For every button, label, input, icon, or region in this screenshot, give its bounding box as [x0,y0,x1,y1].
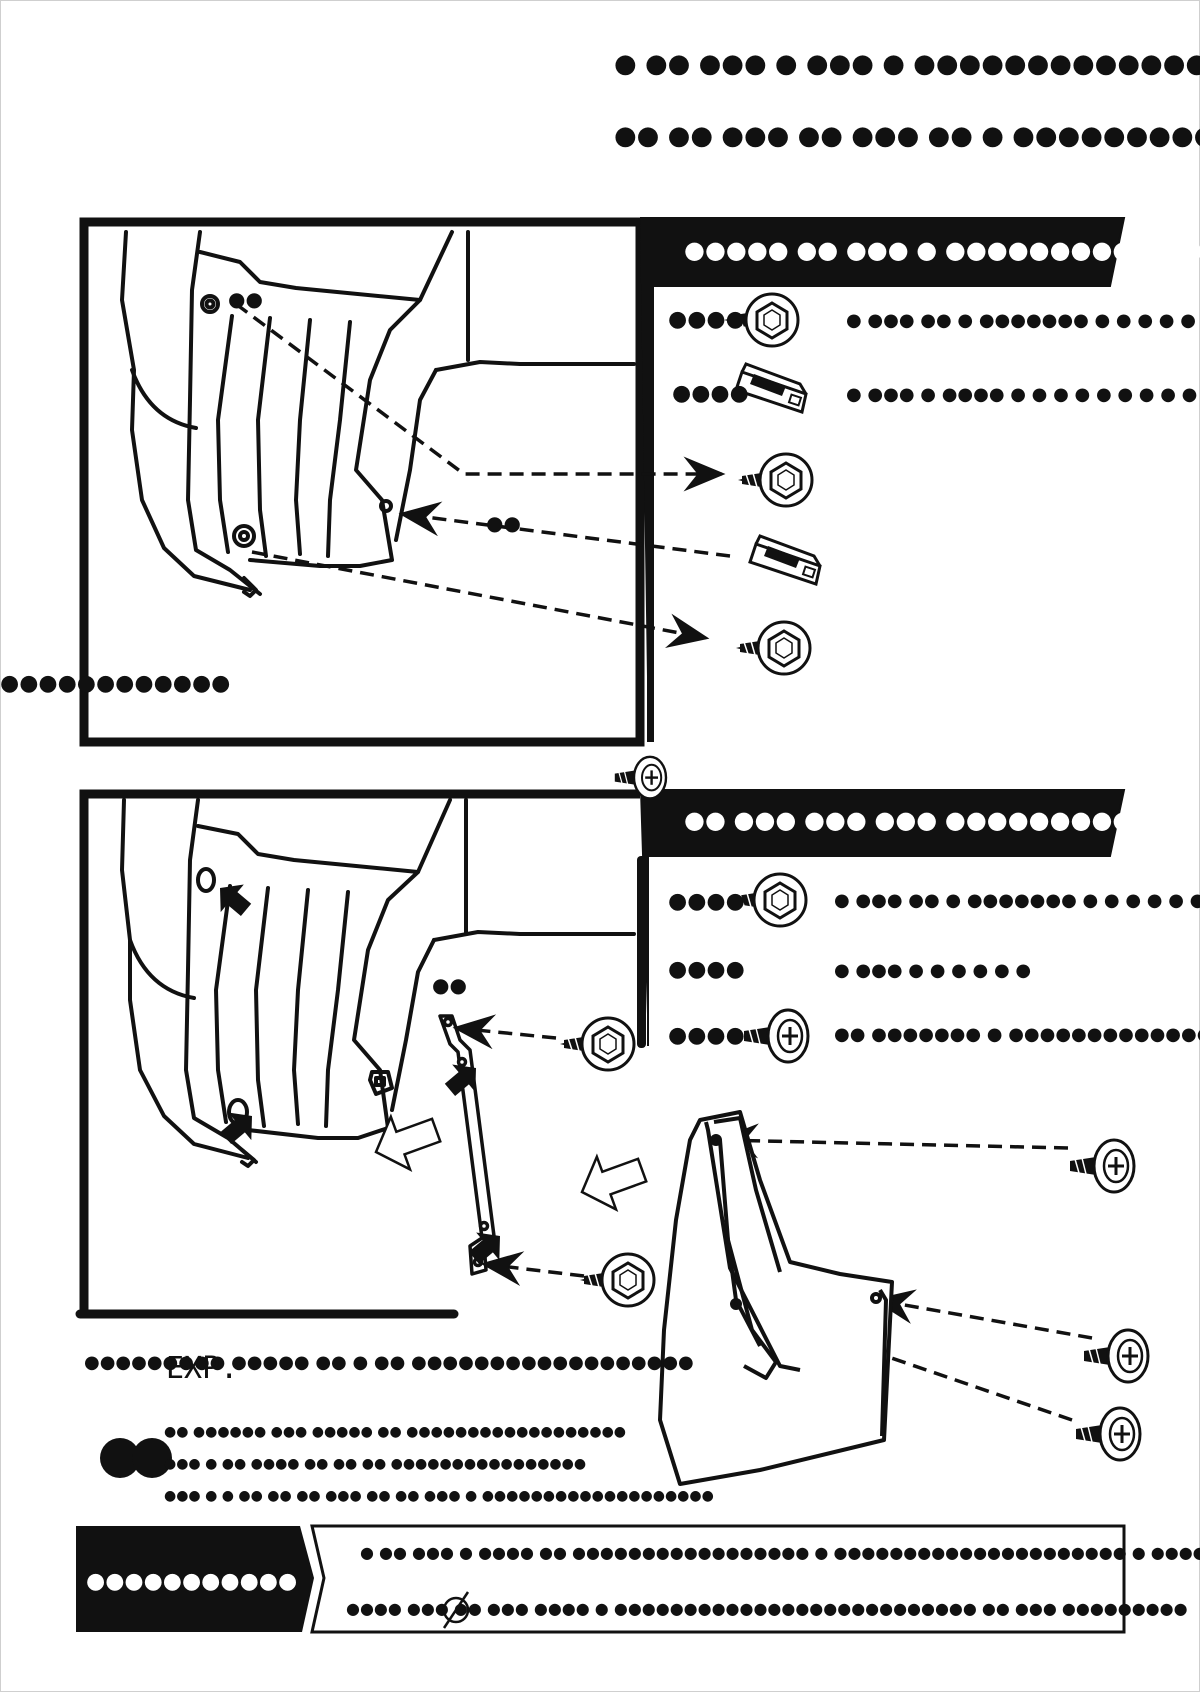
step2-part-2-desc: ● ●●● ● ● ● ● ● ● [834,960,1031,981]
note-symbol-icon [100,1438,140,1478]
step2-callout: ●● [432,973,467,997]
direction-arrow-icon [365,1102,447,1180]
diameter-symbol-icon [442,1591,470,1629]
step2-part-2-code: ●●●● [668,957,745,982]
step2-part-3-code: ●●●● [668,1023,745,1048]
example-text: ●●●●●●●●● ●●●●● ●● ● ●● ●●●●●●●●●●●●●●●●… [84,1352,694,1373]
step1-vehicle-drawing [120,230,636,598]
step1-callout-a: ●● [228,287,263,311]
step2-part-1-code: ●●●● [668,889,745,914]
step1-callout-b: ●● [486,511,521,535]
note-block: ●● ●●●●●● ●●● ●●●●● ●● ●●●●●●●●●●●●●●●●●… [100,1424,714,1504]
step1-part-2-code: ●●●● [672,381,749,406]
step2-banner-text: ●● ●●● ●●● ●●● ●●●●●●●●●●●● [684,806,1196,834]
note-line-1: ●● ●●●●●● ●●● ●●●●● ●● ●●●●●●●●●●●●●●●●●… [164,1424,626,1440]
step2-banner-bar [640,789,1126,1046]
step1-left-note: ●●●●●●●●●●●● [0,671,230,696]
phillips-screw-icon [1068,1138,1136,1194]
phillips-screw-icon [1082,1328,1150,1384]
footer-label-box [76,1526,314,1632]
note-line-2: ●●● ● ●● ●●●● ●● ●● ●● ●●●●●●●●●●●●●●●● [164,1456,586,1472]
hex-screw-icon [578,1252,656,1308]
footer: ●●●●●●●●●●● ● ●● ●●● ● ●●●● ●● ●●●●●●●●●… [76,1524,1200,1634]
hex-screw-icon [734,620,812,676]
note-symbol-icon [132,1438,172,1478]
hex-screw-icon [736,452,814,508]
push-arrow-icon [214,1102,264,1152]
step1-frame [79,217,645,747]
step2-panel: ●● ●●● ●●● ●●● ●●●●●●●●●●●● [75,755,1200,1486]
footer-line-1: ● ●● ●●● ● ●●●● ●● ●●●●●●●●●●●●●●●●● ● ●… [360,1543,1200,1562]
step1-banner-text: ●●●●● ●● ●●● ● ●●●●●●●●●●●●● [684,236,1200,264]
step1-part-1-desc: ● ●●● ●● ● ●●●●●●● ● ● ● ● ● ● ● [846,310,1200,331]
mud-flap [658,1110,894,1486]
phillips-screw-icon [1074,1406,1142,1462]
example-label: EXP. [166,1351,238,1386]
header-line-2: ●● ●● ●●● ●● ●●● ●● ● ●●●●●●●●●●●●● [614,121,1200,151]
clip-nut-icon [748,534,822,586]
header-line-1: ● ●● ●●● ● ●●● ● ●●●●●●●●●●●●●● [614,49,1200,79]
direction-arrow-icon [571,1142,653,1220]
step1-leader-lines [234,302,731,649]
step2-part-3-desc: ●● ●●●●●●● ● ●●●●●●●●●●●●●●● [834,1024,1200,1045]
note-line-3: ●●● ● ● ●● ●● ●● ●●● ●● ●● ●●● ● ●●●●●●●… [164,1488,714,1504]
footer-text-box [310,1524,1126,1634]
step2-part-1-desc: ● ●●● ●● ● ●●●●●●● ● ● ● ● ● ● ● ● [834,890,1200,911]
step1-part-2-desc: ● ●●● ● ●●●● ● ● ● ● ● ● ● ● ● [846,384,1197,405]
step2-vehicle-drawing [120,798,636,1168]
footer-label: ●●●●●●●●●●● [86,1569,297,1594]
step1-panel: ●●●●● ●● ●●● ● ●●●●●●●●●●●●● [79,217,1200,747]
footer-line-2: ●●●● ●●● ●● ●●● ●●●● ● ●●●●●●●●●●●●●●●●●… [346,1599,1188,1618]
step1-part-1-code: ●●●● [668,307,745,332]
phillips-screw-icon [742,1008,810,1064]
hex-screw-icon [558,1016,636,1072]
step1-banner-bar [640,217,1126,742]
